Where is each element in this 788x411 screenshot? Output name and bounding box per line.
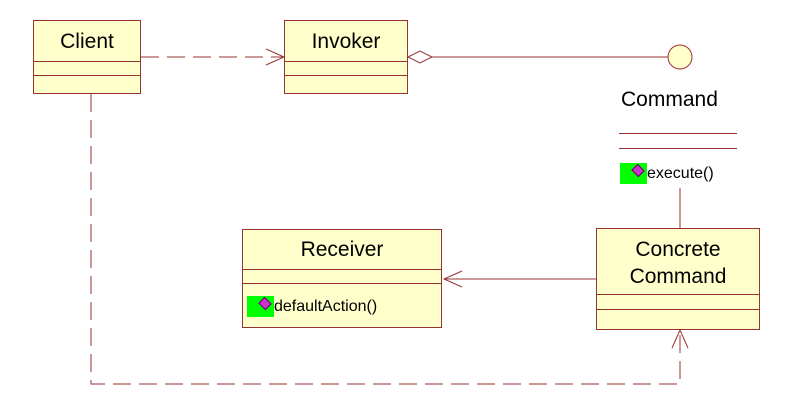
aggregation-diamond [406,50,434,64]
class-invoker-name: Invoker [285,21,407,62]
class-client-name: Client [34,21,140,62]
class-client[interactable]: Client [33,20,141,94]
interface-command-operation: execute() [620,163,714,184]
class-client-attributes [34,62,140,76]
concrete-receiver-arrowhead [442,270,463,288]
class-client-operations [34,76,140,93]
client-concrete-dependency [90,94,681,385]
class-concrete-command-name: Concrete Command [597,229,759,295]
class-concrete-command[interactable]: Concrete Command [596,228,760,330]
class-invoker[interactable]: Invoker [284,20,408,94]
public-operation-icon [247,296,274,317]
class-invoker-operations [285,76,407,93]
class-concrete-command-name-line2: Command [629,265,727,288]
class-receiver[interactable]: Receiver [242,229,442,328]
class-concrete-command-attributes [597,295,759,310]
interface-command-name: Command [621,88,718,111]
class-receiver-name: Receiver [243,230,441,270]
class-receiver-operation-label: defaultAction() [274,297,378,315]
class-invoker-attributes [285,62,407,76]
client-concrete-arrowhead [671,328,689,349]
interface-command-operation-label: execute() [647,164,714,182]
class-receiver-operation: defaultAction() [247,296,377,317]
public-operation-icon [620,163,647,184]
class-receiver-attributes [243,270,441,284]
class-concrete-command-operations [597,310,759,329]
interface-command-divider-1 [619,133,737,134]
command-interface-lollipop [667,44,693,70]
class-concrete-command-name-line1: Concrete [635,238,721,261]
interface-command-divider-2 [619,148,737,149]
